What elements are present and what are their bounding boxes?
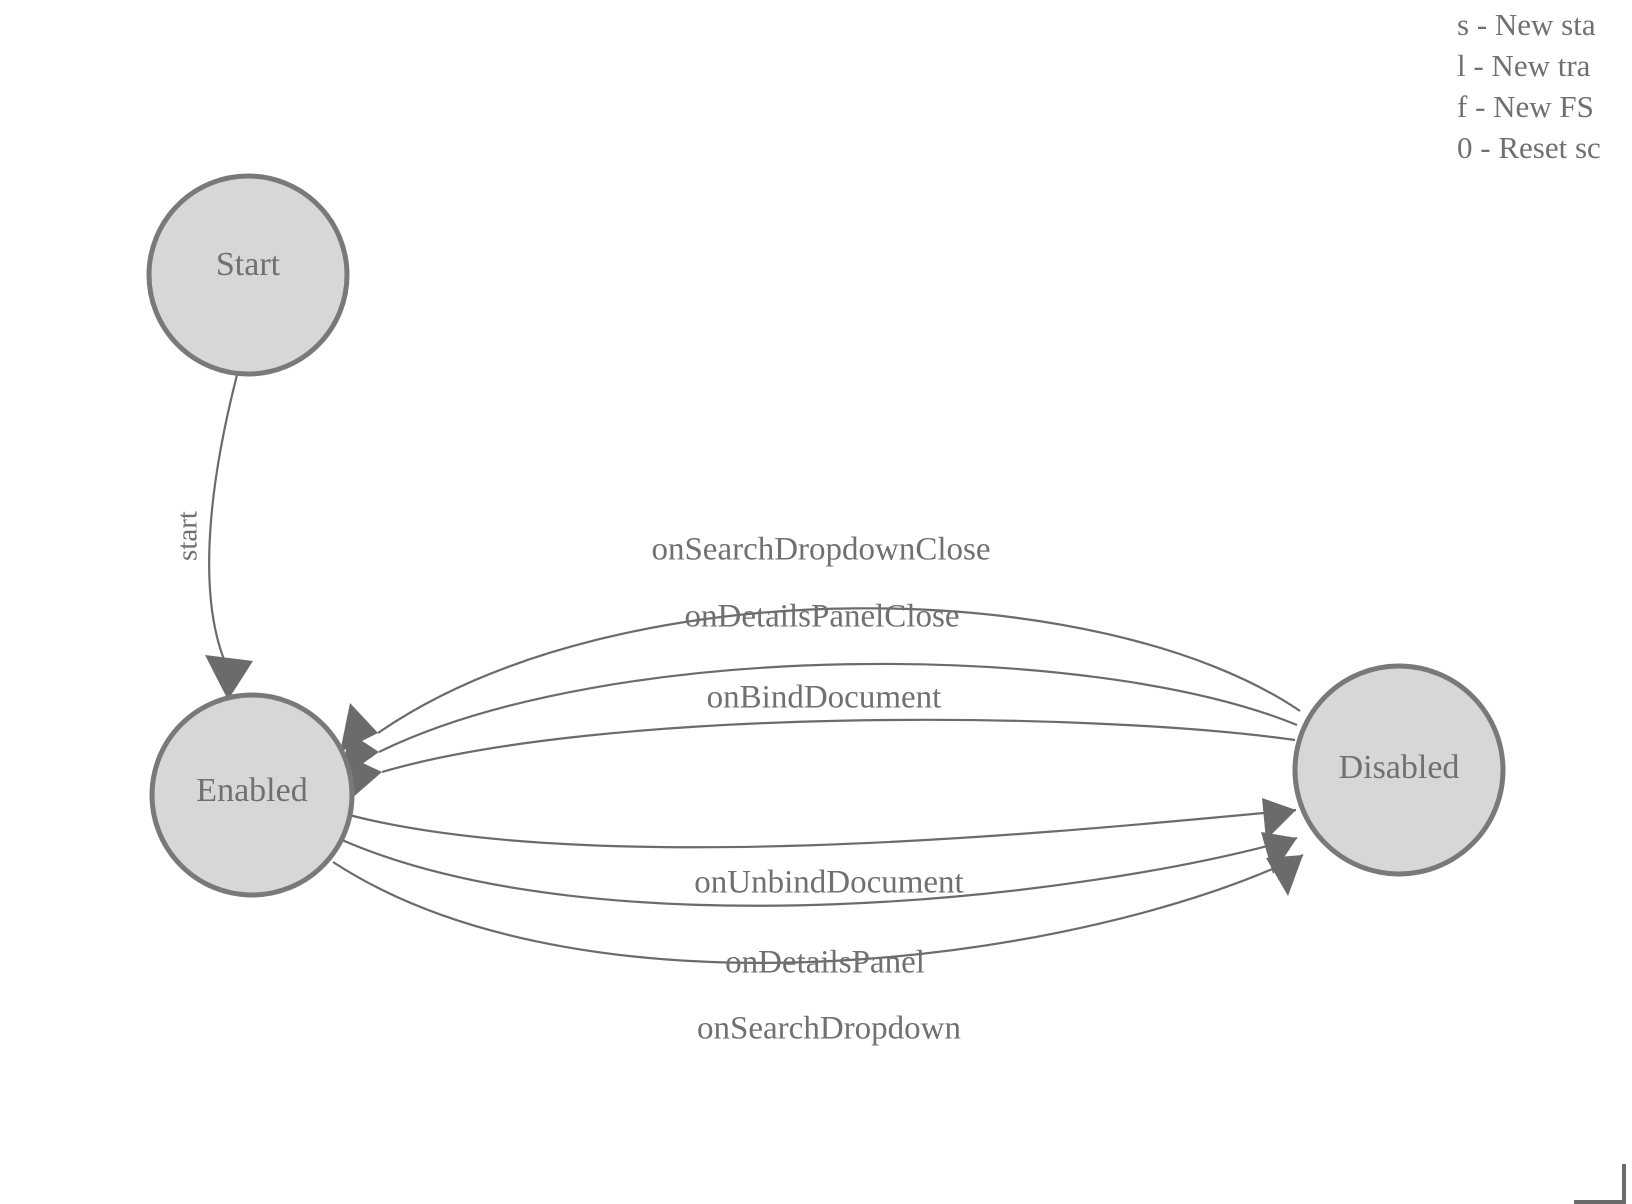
- state-label: Start: [216, 246, 281, 283]
- state-circle: [149, 692, 355, 898]
- state-node-enabled[interactable]: Enabled: [149, 692, 355, 898]
- help-line-new-state: s - New sta: [1457, 7, 1596, 42]
- state-label: Enabled: [196, 772, 307, 809]
- edge-path: [348, 808, 1297, 849]
- help-line-new-fsm: f - New FS: [1457, 89, 1594, 124]
- help-line-new-transition: l - New tra: [1457, 48, 1591, 83]
- arrowhead-icon: [1262, 798, 1296, 840]
- edge-label-on-unbind-document: onUnbindDocument: [694, 865, 963, 901]
- edge-path: [377, 607, 1301, 734]
- state-circle: [1292, 663, 1506, 877]
- edge-on-unbind-document[interactable]: [348, 798, 1297, 849]
- edge-path: [378, 662, 1298, 753]
- arrowhead-icon: [1266, 855, 1303, 896]
- help-legend: s - New sta l - New tra f - New FS 0 - R…: [1427, 0, 1632, 168]
- arrowhead-icon: [205, 655, 253, 700]
- corner-horizontal-bar: [1574, 1200, 1626, 1204]
- edge-on-search-dropdown[interactable]: [332, 854, 1304, 964]
- edge-label-on-details-panel-close: onDetailsPanelClose: [685, 599, 960, 635]
- state-node-disabled[interactable]: Disabled: [1292, 663, 1506, 877]
- arrowhead-icon: [350, 757, 382, 799]
- state-node-start[interactable]: Start: [146, 173, 350, 377]
- edge-label-on-details-panel: onDetailsPanel: [725, 945, 925, 981]
- edge-path: [208, 374, 239, 663]
- help-line-reset: 0 - Reset sc: [1457, 130, 1601, 165]
- state-label: Disabled: [1339, 749, 1460, 786]
- edge-path: [381, 718, 1296, 774]
- edge-label-on-search-dropdown: onSearchDropdown: [697, 1011, 961, 1047]
- edge-label-on-search-dropdown-close: onSearchDropdownClose: [651, 532, 990, 568]
- edge-start[interactable]: [205, 374, 253, 700]
- edge-on-bind-document[interactable]: [350, 718, 1296, 799]
- edge-path: [341, 836, 1298, 907]
- edge-label-on-bind-document: onBindDocument: [707, 680, 942, 716]
- edge-path: [332, 854, 1304, 964]
- resize-corner-handle[interactable]: [1574, 1164, 1632, 1204]
- corner-vertical-bar: [1622, 1164, 1626, 1204]
- state-circle: [146, 173, 350, 377]
- edge-label-start: start: [172, 511, 204, 561]
